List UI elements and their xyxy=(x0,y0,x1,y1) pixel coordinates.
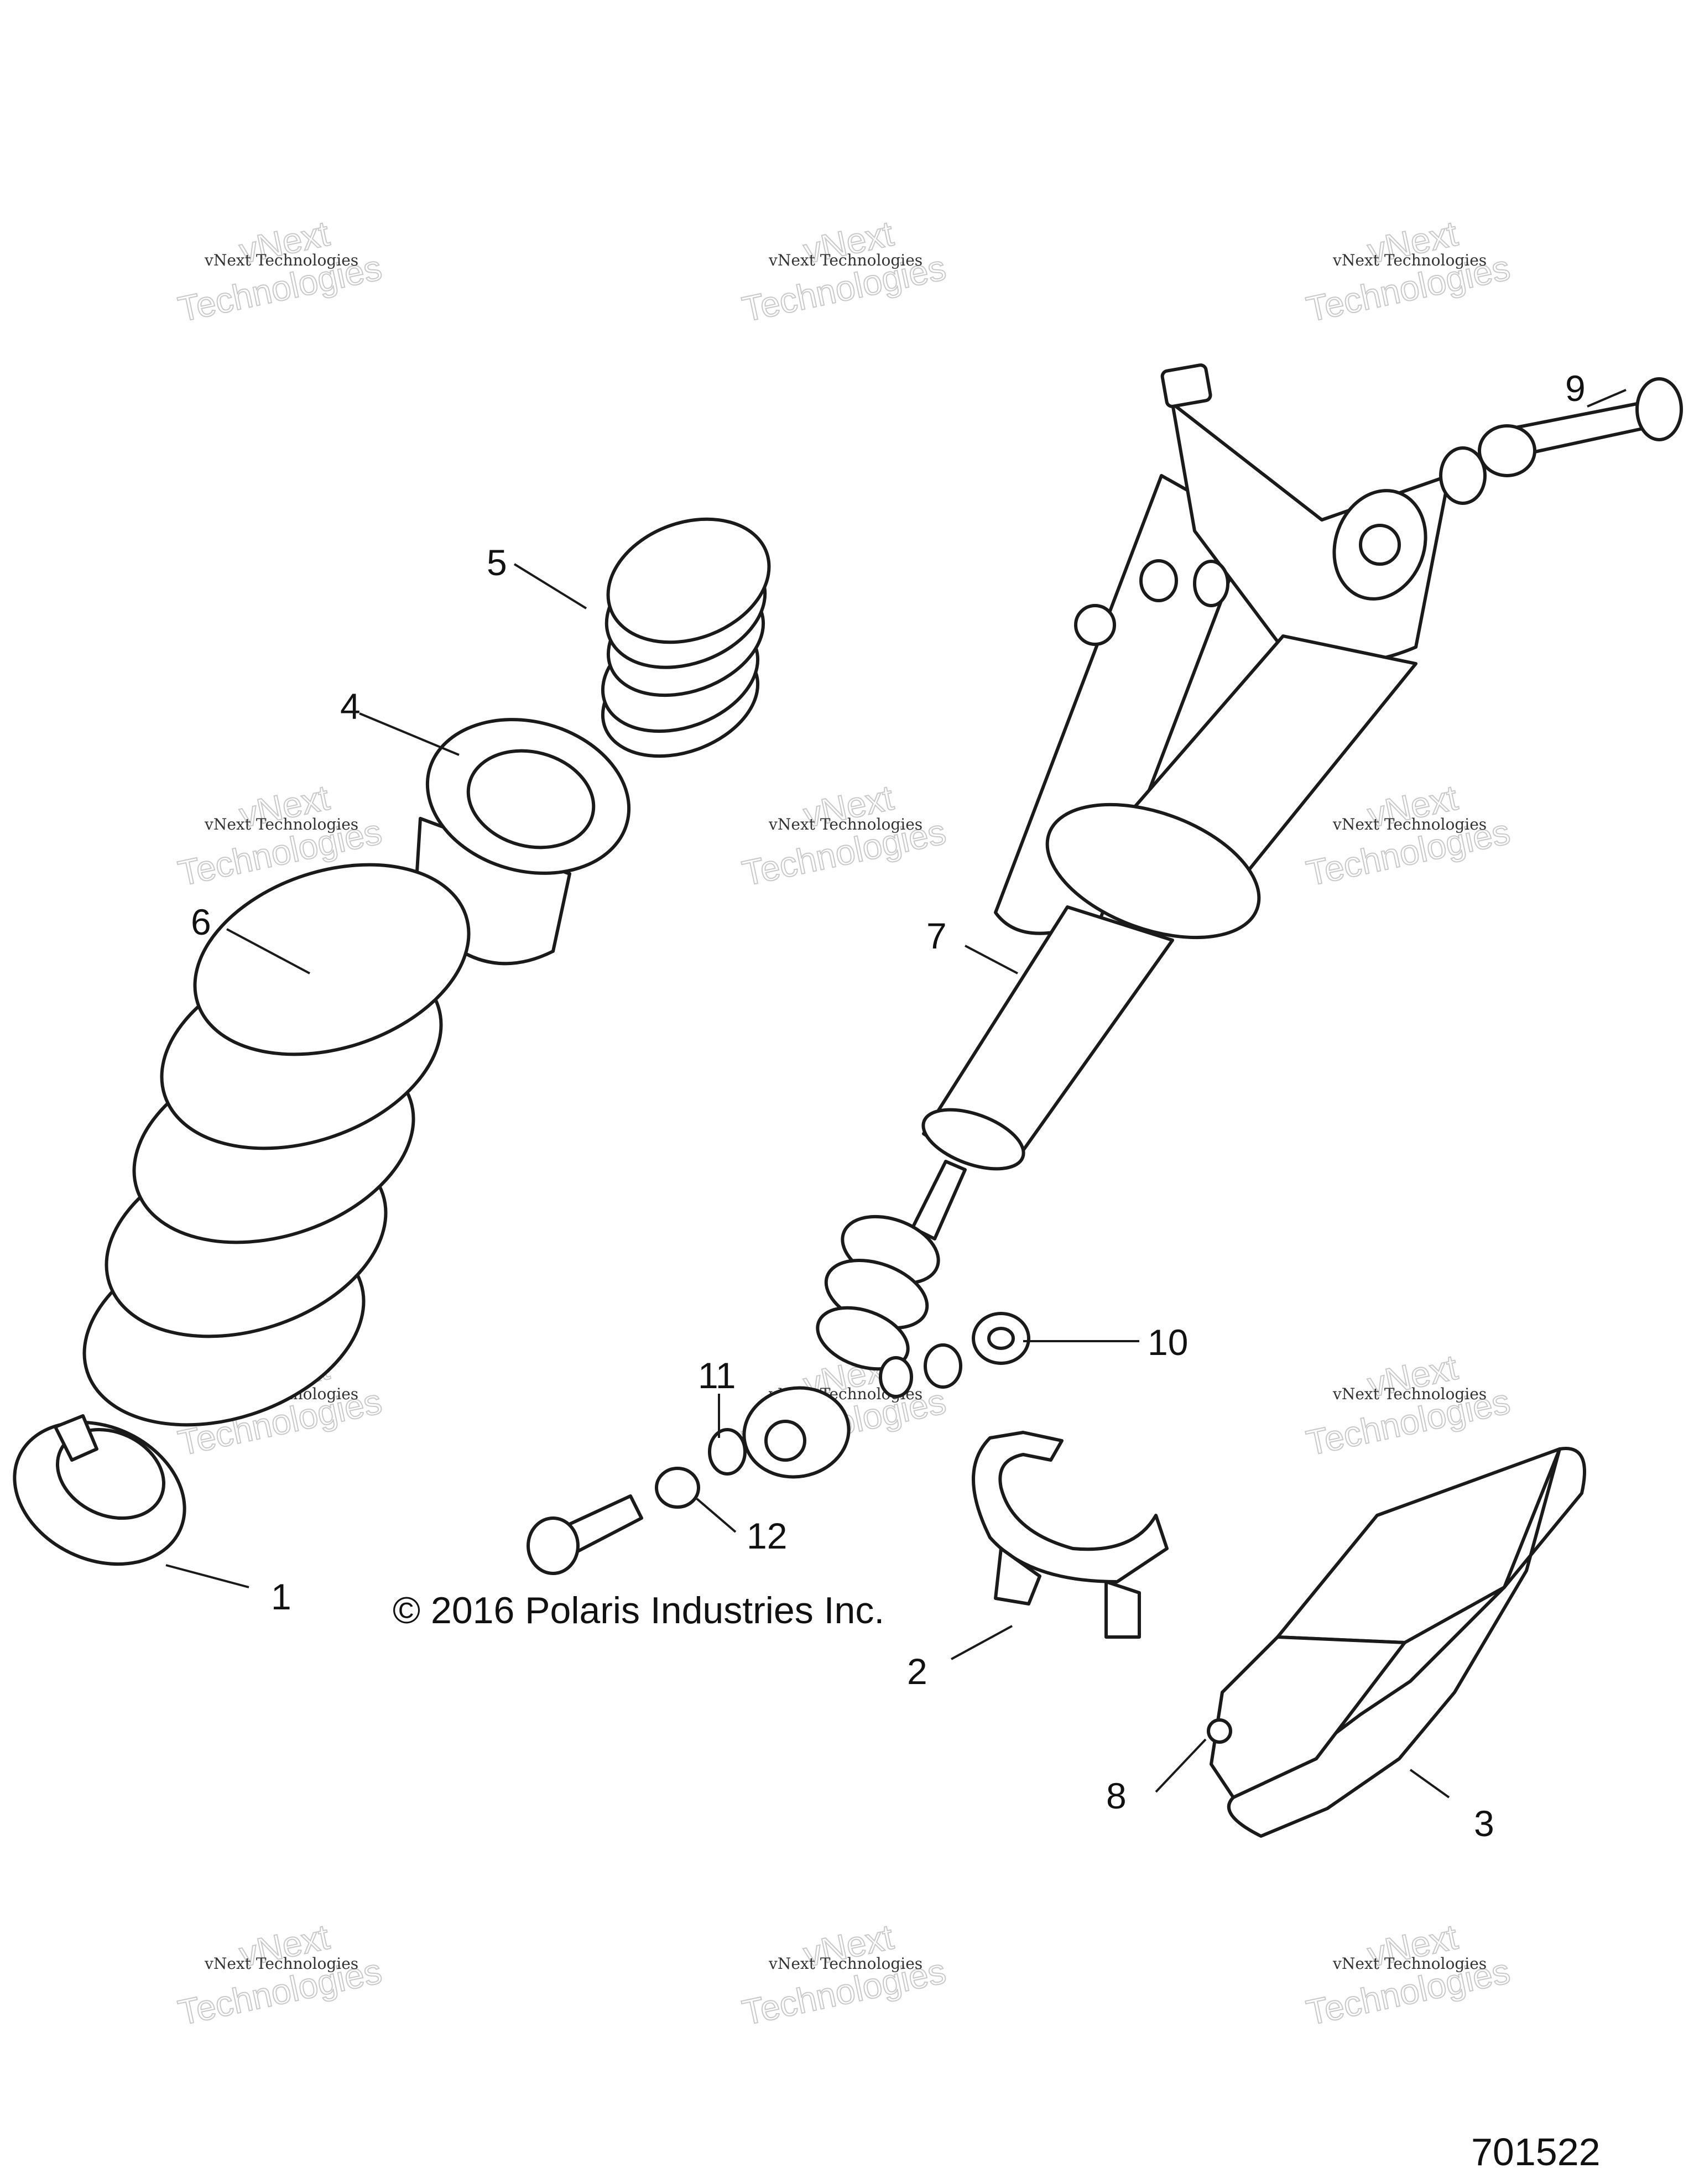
watermark: vNext Technologies vNext Technologies xyxy=(1302,213,1514,330)
leader-4 xyxy=(359,712,460,756)
leader-7 xyxy=(965,945,1018,974)
callout-6: 6 xyxy=(191,901,211,942)
part-bushing xyxy=(655,1467,700,1509)
watermark-small: vNext Technologies xyxy=(204,1954,358,1973)
callout-8: 8 xyxy=(1106,1775,1127,1816)
leader-5 xyxy=(513,563,587,609)
watermark: vNext Technologies vNext Technologies xyxy=(738,213,950,330)
leader-2 xyxy=(951,1625,1013,1660)
part-guard-cover xyxy=(1207,1447,1586,1838)
copyright-notice: © 2016 Polaris Industries Inc. xyxy=(393,1589,884,1632)
part-washer xyxy=(708,1428,747,1476)
part-lower-spring-seat xyxy=(13,1414,186,1566)
watermark-small: vNext Technologies xyxy=(204,815,358,833)
leader-lines xyxy=(165,389,1627,1799)
leader-6 xyxy=(226,928,310,974)
watermark-small: vNext Technologies xyxy=(1332,815,1487,833)
part-upper-bolt xyxy=(1439,377,1683,505)
figure-number: 701522 xyxy=(1471,2130,1601,2173)
watermark-small: vNext Technologies xyxy=(1332,1954,1487,1973)
part-upper-spring xyxy=(601,517,771,758)
watermark: vNext Technologies vNext Technologies xyxy=(174,1916,385,2034)
part-lower-bolt xyxy=(527,1494,643,1575)
callout-11: 11 xyxy=(698,1355,736,1396)
watermark: vNext Technologies vNext Technologies xyxy=(1302,1916,1514,2034)
callout-4: 4 xyxy=(340,686,361,727)
callout-12: 12 xyxy=(747,1515,787,1556)
callout-3: 3 xyxy=(1474,1803,1494,1844)
leader-1 xyxy=(165,1564,249,1588)
callout-2: 2 xyxy=(907,1651,927,1692)
watermark-small: vNext Technologies xyxy=(768,815,923,833)
callout-10: 10 xyxy=(1148,1322,1188,1363)
watermark: vNext Technologies vNext Technologies xyxy=(174,213,385,330)
watermark-small: vNext Technologies xyxy=(1332,1385,1487,1403)
part-bracket-clip xyxy=(972,1431,1169,1639)
leader-8 xyxy=(1155,1738,1207,1793)
part-spring-collar xyxy=(413,718,631,966)
leader-12 xyxy=(696,1498,737,1533)
callout-1: 1 xyxy=(271,1576,291,1617)
watermark: vNext Technologies vNext Technologies xyxy=(738,1916,950,2034)
watermark-small: vNext Technologies xyxy=(768,251,923,269)
watermark-small: vNext Technologies xyxy=(204,251,358,269)
leader-9 xyxy=(1587,389,1627,408)
watermark: vNext Technologies vNext Technologies xyxy=(738,777,950,894)
part-flange-nut xyxy=(972,1312,1030,1365)
callout-7: 7 xyxy=(926,915,947,956)
watermark-small: vNext Technologies xyxy=(1332,251,1487,269)
part-main-spring xyxy=(82,863,471,1427)
part-shock-absorber xyxy=(742,363,1451,1479)
watermark: vNext Technologies vNext Technologies xyxy=(1302,1347,1514,1464)
watermark-small: vNext Technologies xyxy=(768,1954,923,1973)
callout-9: 9 xyxy=(1565,368,1586,409)
watermark: vNext Technologies vNext Technologies xyxy=(1302,777,1514,894)
leader-3 xyxy=(1409,1769,1450,1799)
callout-5: 5 xyxy=(487,542,507,583)
callout-labels: 1 2 3 4 5 6 7 8 9 10 11 12 xyxy=(191,368,1586,1844)
